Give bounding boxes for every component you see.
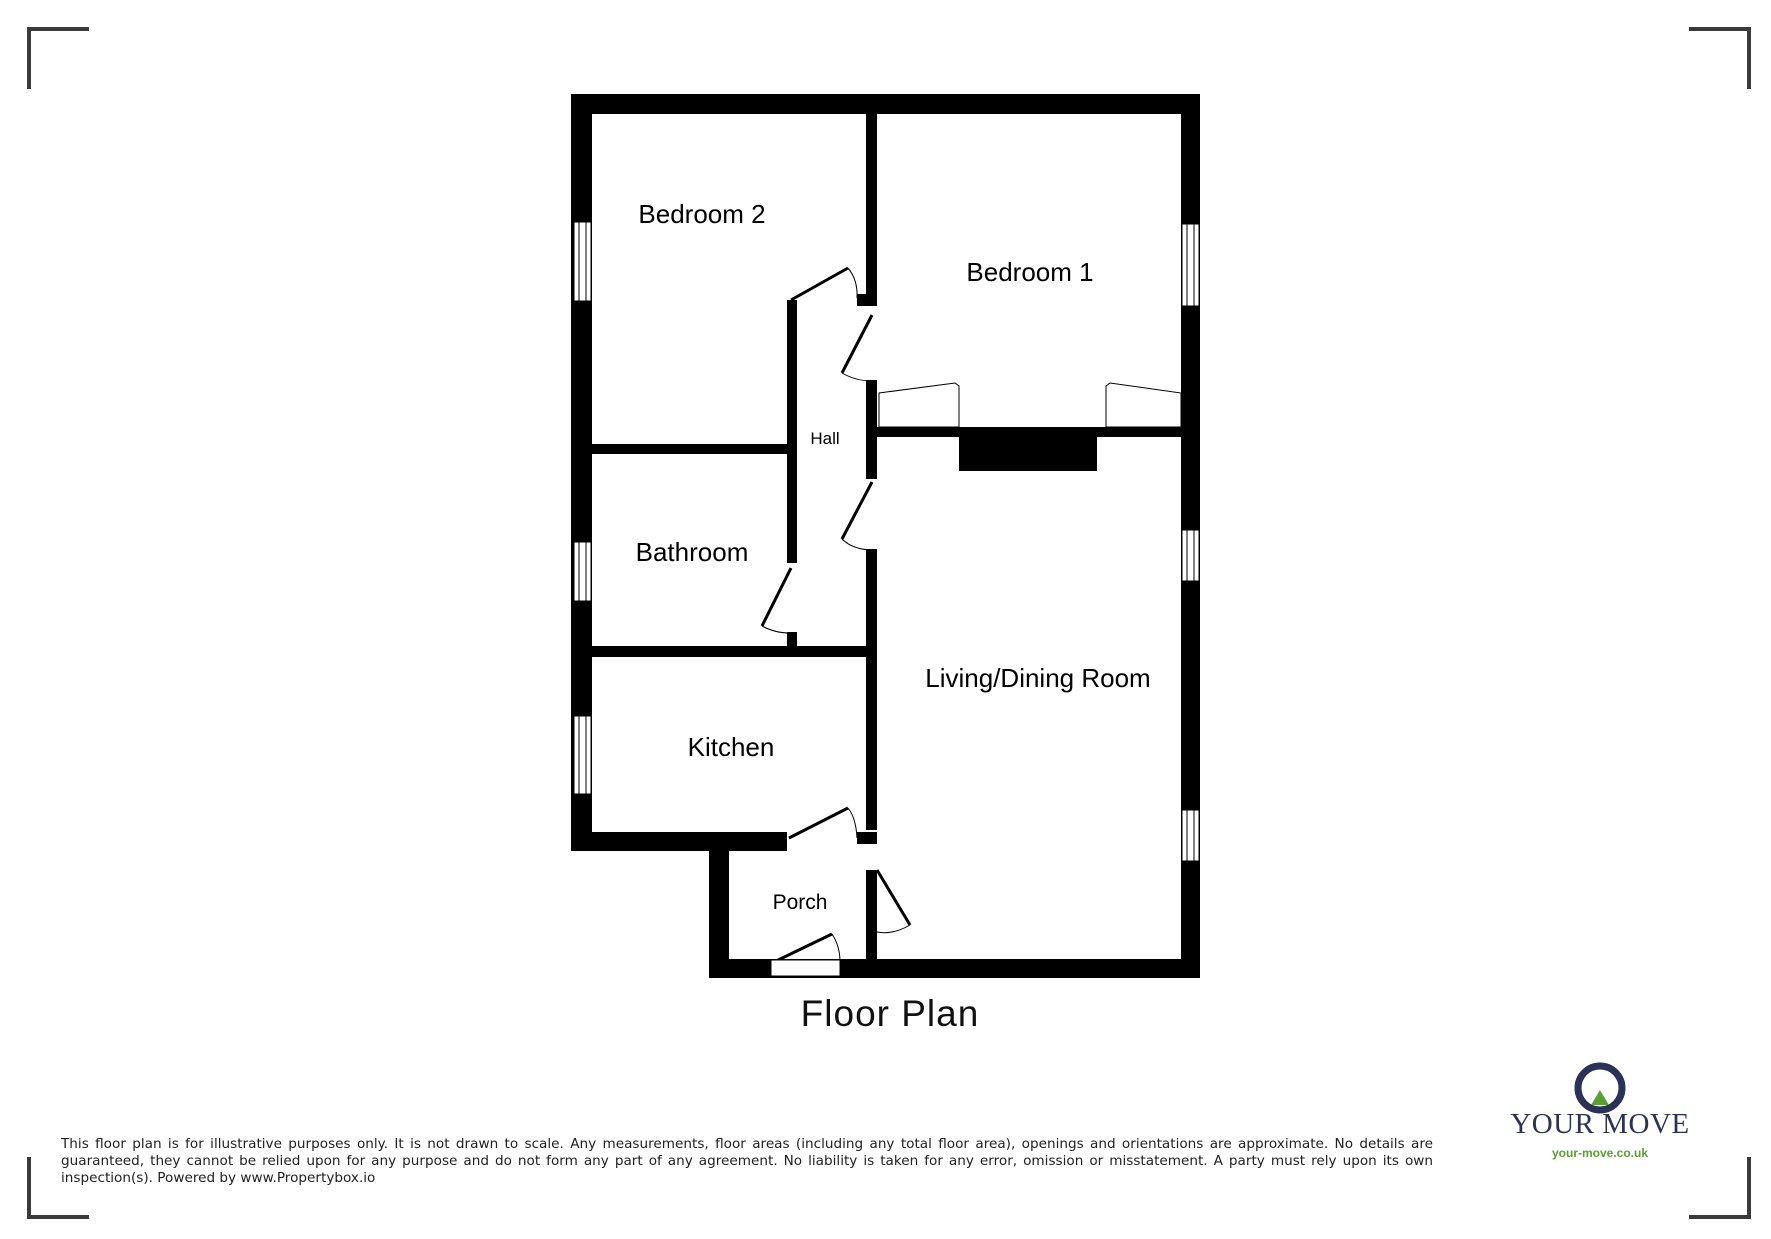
disclaimer-text: This floor plan is for illustrative purp… xyxy=(61,1136,1433,1186)
door-porch-living xyxy=(875,869,912,926)
corner-mark-top-left xyxy=(27,27,89,89)
corner-mark-bottom-right xyxy=(1689,1157,1751,1219)
window-living-upper xyxy=(1181,529,1200,582)
wall-top xyxy=(571,94,1200,114)
wall-bathroom-bottom xyxy=(592,646,866,657)
wall-hall-right-mid xyxy=(866,380,877,479)
door-living xyxy=(840,481,874,540)
room-label-porch: Porch xyxy=(773,891,828,914)
floor-plan-title: Floor Plan xyxy=(800,993,980,1034)
room-label-bedroom-1: Bedroom 1 xyxy=(966,257,1093,287)
door-bedroom1 xyxy=(840,314,874,374)
windows xyxy=(573,221,1200,862)
wall-hall-right-low xyxy=(866,549,877,830)
chimney-breast xyxy=(959,427,1097,471)
wall-stub-2 xyxy=(857,832,877,844)
window-bedroom1 xyxy=(1181,223,1200,307)
corner-mark-top-right xyxy=(1689,27,1751,89)
wall-bedroom-divider xyxy=(866,114,877,299)
window-living-lower xyxy=(1181,809,1200,862)
door-bathroom xyxy=(760,567,793,627)
wardrobe-right xyxy=(1105,382,1182,428)
door-kitchen xyxy=(788,806,849,840)
logo-url: your-move.co.uk xyxy=(1551,1146,1649,1160)
wall-bedroom2-bottom xyxy=(592,444,787,454)
room-label-living-dining: Living/Dining Room xyxy=(925,663,1150,693)
wall-stub xyxy=(857,294,877,306)
room-label-kitchen: Kitchen xyxy=(688,732,775,762)
window-kitchen xyxy=(573,715,592,795)
window-bathroom xyxy=(573,541,592,602)
room-label-hall: Hall xyxy=(810,429,839,448)
your-move-logo-icon xyxy=(1574,1062,1626,1114)
wall-living-left-low xyxy=(866,870,877,959)
door-front xyxy=(773,932,833,964)
doors xyxy=(760,266,1182,977)
window-bedroom2 xyxy=(573,221,592,302)
wall-stub-3 xyxy=(787,632,797,649)
room-label-bathroom: Bathroom xyxy=(636,537,749,567)
wall-porch-left xyxy=(709,845,729,978)
wardrobe-left xyxy=(878,382,960,428)
room-label-bedroom-2: Bedroom 2 xyxy=(638,199,765,229)
logo-brand-name: YOUR MOVE xyxy=(1510,1108,1690,1140)
corner-mark-bottom-left xyxy=(27,1157,89,1219)
wall-hall-left xyxy=(787,300,797,563)
wall-porch-top xyxy=(709,832,787,846)
door-bedroom2 xyxy=(790,266,849,302)
